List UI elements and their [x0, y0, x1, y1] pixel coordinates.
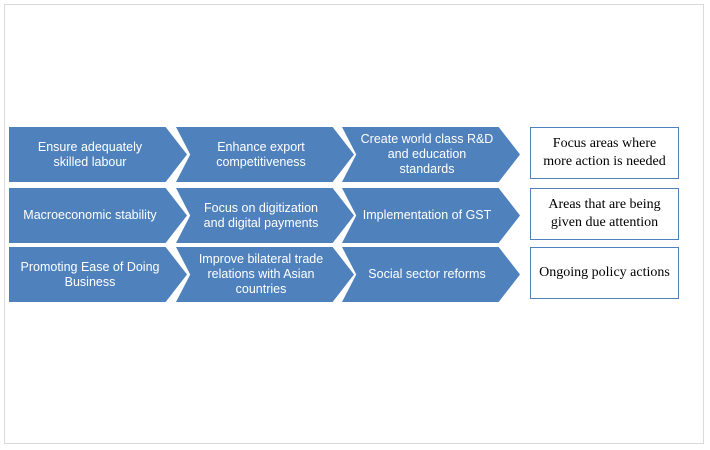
chevron-ease-of-business: Promoting Ease of Doing Business: [9, 247, 187, 302]
chevron-label: Improve bilateral trade relations with A…: [198, 252, 324, 296]
chevron-rd-education: Create world class R&D and education sta…: [342, 127, 520, 182]
category-box-more-action: Focus areas where more action is needed: [530, 127, 679, 179]
chevron-macroeconomic-stability: Macroeconomic stability: [9, 188, 187, 243]
diagram-frame: [4, 4, 704, 444]
chevron-label: Promoting Ease of Doing Business: [20, 259, 160, 289]
category-label: Areas that are being given due attention: [548, 197, 661, 230]
chevron-label: Create world class R&D and education sta…: [360, 132, 494, 176]
chevron-label: Ensure adequately skilled labour: [37, 139, 143, 169]
chevron-label: Focus on digitization and digital paymen…: [203, 200, 319, 230]
chevron-gst: Implementation of GST: [342, 188, 520, 243]
category-label: Focus areas where more action is needed: [543, 136, 666, 169]
category-box-due-attention: Areas that are being given due attention: [530, 188, 679, 240]
chevron-social-sector: Social sector reforms: [342, 247, 520, 302]
chevron-export-competitiveness: Enhance export competitiveness: [176, 127, 354, 182]
chevron-skilled-labour: Ensure adequately skilled labour: [9, 127, 187, 182]
chevron-label: Enhance export competitiveness: [216, 139, 306, 169]
chevron-bilateral-trade: Improve bilateral trade relations with A…: [176, 247, 354, 302]
chevron-label: Macroeconomic stability: [23, 208, 157, 222]
chevron-label: Implementation of GST: [362, 208, 492, 222]
category-label: Ongoing policy actions: [539, 265, 670, 280]
category-box-ongoing: Ongoing policy actions: [530, 247, 679, 299]
chevron-digitization: Focus on digitization and digital paymen…: [176, 188, 354, 243]
chevron-label: Social sector reforms: [368, 267, 486, 281]
